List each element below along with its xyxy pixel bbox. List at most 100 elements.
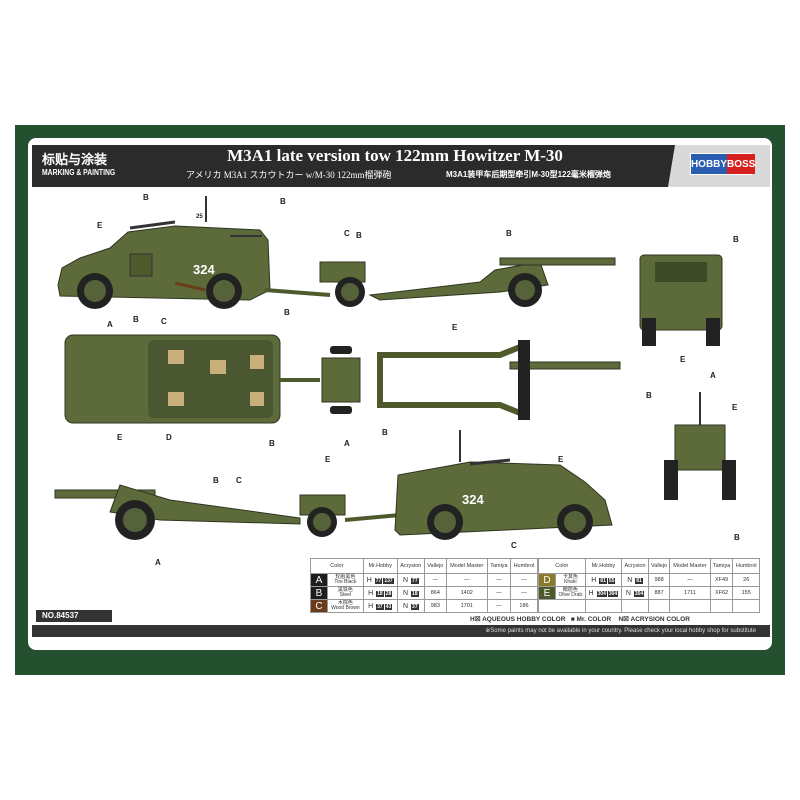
vallejo-code: —: [423, 573, 447, 587]
callout-a: A: [155, 558, 161, 567]
callout-b: B: [646, 391, 652, 400]
color-name-cn: 轮胎黑色: [335, 573, 356, 580]
column-header: Vallejo: [423, 558, 447, 574]
color-letter: D: [538, 573, 556, 587]
column-header: Color: [310, 558, 364, 574]
tamiya-code: —: [486, 599, 511, 613]
model-master-code: —: [669, 573, 711, 587]
color-letter: A: [310, 573, 328, 587]
column-header: Model Master: [445, 558, 488, 574]
tamiya-code: XF49: [709, 573, 734, 587]
model-master-code: 1711: [669, 586, 711, 600]
callout-b: B: [733, 235, 739, 244]
empty-row: [538, 599, 760, 613]
humbrol-code: 186: [509, 599, 539, 613]
tamiya-code: XF62: [709, 586, 734, 600]
acrysion-value: 304: [633, 590, 645, 597]
scout-car-side-view: 324: [57, 196, 271, 309]
callout-b: B: [280, 197, 286, 206]
callout-b: B: [213, 476, 219, 485]
howitzer-rear-view: [664, 392, 736, 500]
color-name-en: Tire Black: [334, 579, 357, 585]
mr-color-code: 137: [383, 577, 394, 584]
callout-e: E: [325, 455, 331, 464]
column-header: Acrysion: [396, 558, 425, 574]
acrysion-code: N 81: [621, 573, 649, 587]
callout-b: B: [284, 308, 290, 317]
howitzer-top-view: [377, 340, 621, 420]
humbrol-code: 155: [732, 586, 760, 600]
model-master-code: 1402: [445, 586, 488, 600]
color-name-cn: 卡其色: [562, 573, 578, 580]
column-header: Mr.Hobby: [584, 558, 623, 574]
column-header: Color: [538, 558, 586, 574]
column-header: Mr.Hobby: [362, 558, 398, 574]
logo-part-1: HOBBY: [691, 154, 727, 174]
column-header: Acrysion: [621, 558, 649, 574]
page-title: M3A1 late version tow 122mm Howitzer M-3…: [227, 146, 563, 165]
callout-c: C: [161, 317, 167, 326]
mr-color-code: 304: [607, 590, 619, 597]
callout-e: E: [558, 455, 564, 464]
subtitle-cn: M3A1装甲车后期型牵引M-30型122毫米榴弹炮: [446, 170, 611, 179]
callout-c: C: [511, 541, 517, 550]
acrysion-value: 37: [411, 603, 419, 610]
acrysion-code: N 37: [396, 599, 425, 613]
color-name-cn: 木棕色: [337, 599, 353, 606]
humbrol-code: 26: [732, 573, 760, 587]
limber-top-view: [280, 346, 361, 414]
scout-car-side-view-rear-facing: 324: [394, 430, 613, 540]
callout-c: C: [344, 229, 350, 238]
callout-b: B: [356, 231, 362, 240]
mr-color-code: 55: [607, 577, 616, 584]
acrysion-code: N 77: [396, 573, 425, 587]
legend-aqueous: H☒ AQUEOUS HOBBY COLOR: [470, 616, 566, 623]
model-master-code: 1701: [445, 599, 488, 613]
aqueous-code: 18: [376, 590, 384, 597]
legend-mr-color: ■ Mr. COLOR: [570, 616, 612, 623]
humbrol-code: —: [509, 573, 539, 587]
column-header: Tamiya: [486, 558, 511, 574]
humbrol-code: —: [509, 586, 539, 600]
callout-b: B: [133, 315, 139, 324]
aqueous-code: 37: [376, 603, 384, 610]
vallejo-code: 988: [647, 573, 671, 587]
color-name-cn: 橄榄色: [562, 586, 578, 593]
tamiya-code: —: [486, 573, 511, 587]
callout-a: A: [107, 320, 113, 329]
section-title-en: MARKING & PAINTING: [42, 168, 116, 177]
color-letter: B: [310, 586, 328, 600]
limber-side-view: [264, 261, 366, 307]
vehicle-number: 324: [193, 262, 215, 277]
color-name-en: Khaki: [564, 579, 577, 585]
vallejo-code: 983: [423, 599, 447, 613]
paint-legend: H☒ AQUEOUS HOBBY COLOR ■ Mr. COLOR N☒ AC…: [470, 615, 690, 623]
acrysion-value: 77: [411, 577, 419, 584]
callout-e: E: [452, 323, 458, 332]
callout-b: B: [506, 229, 512, 238]
footnote: ※Some paints may not be available in you…: [32, 625, 770, 637]
callout-b: B: [269, 439, 275, 448]
acrysion-value: 81: [635, 577, 643, 584]
section-title-cn: 标贴与涂装: [42, 152, 108, 167]
scout-car-top-view: [64, 334, 281, 424]
subtitle-jp: アメリカ M3A1 スカウトカー w/M-30 122mm榴弾砲: [186, 170, 392, 180]
acrysion-value: 18: [411, 590, 419, 597]
limber-side-view-towed: [299, 494, 401, 537]
callout-e: E: [732, 403, 738, 412]
